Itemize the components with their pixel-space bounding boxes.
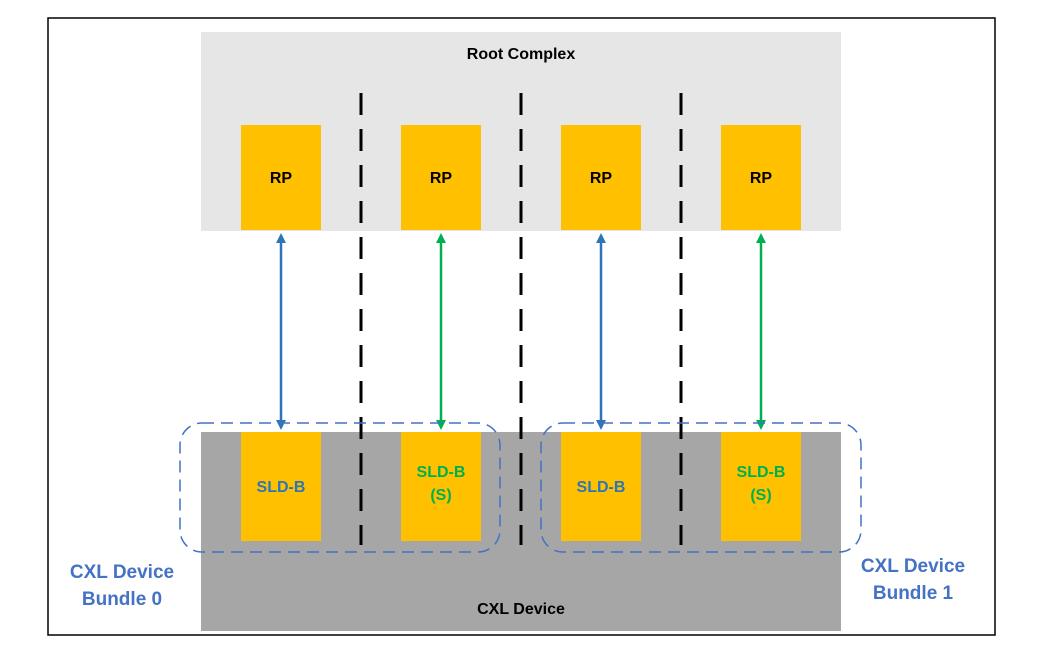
- svg-text:SLD-B: SLD-B: [577, 479, 626, 496]
- sld-box: SLD-B: [561, 432, 641, 541]
- bundle-0-label: CXL Device Bundle 0: [70, 562, 174, 610]
- sld-box: SLD-B (S): [721, 432, 801, 541]
- svg-text:RP: RP: [270, 170, 293, 187]
- svg-text:RP: RP: [430, 170, 453, 187]
- root-port: RP: [241, 125, 321, 230]
- bundle-1-outline: [540, 422, 862, 553]
- cxl-device-label: CXL Device: [477, 601, 565, 618]
- svg-text:RP: RP: [590, 170, 613, 187]
- root-port: RP: [721, 125, 801, 230]
- svg-text:(S): (S): [430, 487, 451, 504]
- sld-box: SLD-B: [241, 432, 321, 541]
- svg-text:RP: RP: [750, 170, 773, 187]
- bundle-0-outline: [179, 422, 501, 553]
- svg-text:SLD-B: SLD-B: [737, 464, 786, 481]
- svg-text:SLD-B: SLD-B: [417, 464, 466, 481]
- svg-text:(S): (S): [750, 487, 771, 504]
- svg-text:CXL Device: CXL Device: [861, 556, 965, 577]
- root-complex-label: Root Complex: [467, 46, 576, 63]
- svg-text:SLD-B: SLD-B: [257, 479, 306, 496]
- root-port: RP: [561, 125, 641, 230]
- bundle-1-label: CXL Device Bundle 1: [861, 556, 965, 604]
- svg-text:Bundle 0: Bundle 0: [82, 589, 162, 610]
- sld-box: SLD-B (S): [401, 432, 481, 541]
- svg-text:Bundle 1: Bundle 1: [873, 583, 954, 604]
- svg-text:CXL Device: CXL Device: [70, 562, 174, 583]
- root-port: RP: [401, 125, 481, 230]
